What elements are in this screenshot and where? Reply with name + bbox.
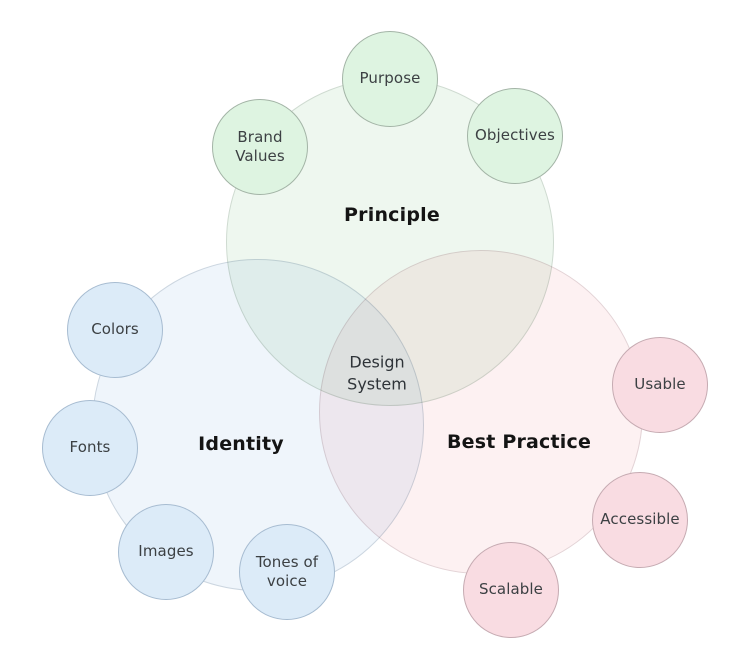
satellite-label-accessible: Accessible xyxy=(600,510,680,529)
satellite-label-colors: Colors xyxy=(91,320,139,339)
center-intersection-label: Design System xyxy=(347,351,407,394)
satellite-label-images: Images xyxy=(138,542,194,561)
satellite-circle-scalable: Scalable xyxy=(463,542,559,638)
satellite-label-brand-values: Brand Values xyxy=(235,127,285,165)
satellite-label-usable: Usable xyxy=(634,375,686,394)
identity-label: Identity xyxy=(198,433,284,455)
satellite-label-scalable: Scalable xyxy=(478,580,544,599)
satellite-label-tones-of-voice: Tones of voice xyxy=(255,552,319,590)
center-label-line1: Design xyxy=(349,352,405,372)
best-practice-label: Best Practice xyxy=(446,431,592,453)
satellite-label-fonts: Fonts xyxy=(69,438,111,457)
satellite-circle-accessible: Accessible xyxy=(592,472,688,568)
satellite-circle-tones-of-voice: Tones of voice xyxy=(239,524,335,620)
satellite-circle-brand-values: Brand Values xyxy=(212,99,308,195)
satellite-circle-purpose: Purpose xyxy=(342,31,438,127)
satellite-circle-usable: Usable xyxy=(612,337,708,433)
satellite-circle-fonts: Fonts xyxy=(42,400,138,496)
satellite-label-purpose: Purpose xyxy=(359,69,421,88)
satellite-circle-objectives: Objectives xyxy=(467,88,563,184)
satellite-label-objectives: Objectives xyxy=(475,126,555,145)
principle-label: Principle xyxy=(344,204,440,226)
satellite-circle-images: Images xyxy=(118,504,214,600)
satellite-circle-colors: Colors xyxy=(67,282,163,378)
center-label-line2: System xyxy=(347,374,407,393)
